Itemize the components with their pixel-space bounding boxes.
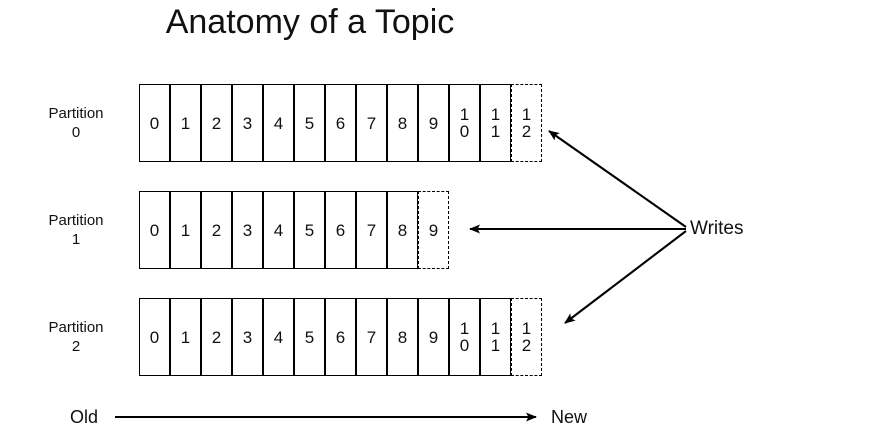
log-offset-value: 8 bbox=[397, 327, 408, 347]
log-offset-value: 4 bbox=[273, 220, 284, 240]
page-title: Anatomy of a Topic bbox=[165, 3, 455, 41]
log-offset-value: 8 bbox=[397, 113, 408, 133]
partition-label-line1: Partition bbox=[48, 319, 104, 336]
log-offset-value: 7 bbox=[366, 327, 377, 347]
writes-arrow-partition-2 bbox=[564, 230, 687, 324]
log-offset-value: 1 bbox=[180, 113, 191, 133]
log-offset-value: 1 bbox=[180, 220, 191, 240]
log-offset-value: 5 bbox=[304, 113, 315, 133]
log-offset-cell: 7 bbox=[356, 191, 387, 269]
new-label: New bbox=[551, 407, 588, 427]
log-offset-cell: 3 bbox=[232, 84, 263, 162]
log-offset-value: 6 bbox=[335, 220, 346, 240]
partition-label: Partition 1 bbox=[20, 211, 132, 249]
log-offset-cell: 6 bbox=[325, 191, 356, 269]
log-offset-value: 9 bbox=[428, 113, 439, 133]
partition-label-line1: Partition bbox=[48, 212, 104, 229]
log-offset-cell: 8 bbox=[387, 84, 418, 162]
log-offset-cell: 5 bbox=[294, 84, 325, 162]
log-offset-cell: 2 bbox=[201, 191, 232, 269]
writes-arrow-partition-0 bbox=[548, 130, 687, 228]
log-offset-cell: 6 bbox=[325, 298, 356, 376]
log-offset-value: 0 bbox=[149, 327, 160, 347]
log-offset-value: 3 bbox=[242, 113, 253, 133]
log-offset-cell: 7 bbox=[356, 84, 387, 162]
log-offset-value: 6 bbox=[335, 327, 346, 347]
log-offset-value: 6 bbox=[335, 113, 346, 133]
partition-label: Partition 0 bbox=[20, 104, 132, 142]
log-offset-cell: 0 bbox=[139, 191, 170, 269]
log-offset-cell: 8 bbox=[387, 191, 418, 269]
log-offset-value: 9 bbox=[428, 327, 439, 347]
writes-label: Writes bbox=[690, 218, 744, 239]
log-offset-value: 7 bbox=[366, 220, 377, 240]
log-offset-value: 8 bbox=[397, 220, 408, 240]
log-offset-cell: 7 bbox=[356, 298, 387, 376]
log-offset-cell: 8 bbox=[387, 298, 418, 376]
log-offset-value: 3 bbox=[242, 220, 253, 240]
log-offset-cell: 1 bbox=[170, 191, 201, 269]
log-offset-value: 4 bbox=[273, 113, 284, 133]
log-offset-cell: 5 bbox=[294, 298, 325, 376]
log-offset-value: 2 bbox=[211, 327, 222, 347]
log-offset-cell: 1 bbox=[170, 84, 201, 162]
old-label: Old bbox=[70, 407, 99, 427]
log-offset-cell: 4 bbox=[263, 298, 294, 376]
log-offset-value: 1 bbox=[180, 327, 191, 347]
log-offset-value: 5 bbox=[304, 220, 315, 240]
log-offset-value: 4 bbox=[273, 327, 284, 347]
log-offset-cell: 2 bbox=[201, 84, 232, 162]
log-offset-value: 3 bbox=[242, 327, 253, 347]
log-offset-cell: 4 bbox=[263, 84, 294, 162]
log-offset-cell: 1 bbox=[170, 298, 201, 376]
log-offset-cell: 6 bbox=[325, 84, 356, 162]
log-offset-value: 5 bbox=[304, 327, 315, 347]
log-offset-cell: 0 bbox=[139, 298, 170, 376]
log-offset-cell: 3 bbox=[232, 298, 263, 376]
log-offset-value: 0 bbox=[149, 220, 160, 240]
partition-label-line2: 1 bbox=[71, 231, 81, 248]
log-offset-cell: 0 bbox=[139, 84, 170, 162]
log-offset-cell: 2 bbox=[201, 298, 232, 376]
log-offset-cell: 4 bbox=[263, 191, 294, 269]
log-offset-cell: 3 bbox=[232, 191, 263, 269]
log-offset-cell: 9 bbox=[418, 84, 449, 162]
log-offset-value: 7 bbox=[366, 113, 377, 133]
log-pending-cell: 9 bbox=[418, 191, 449, 269]
partition-label-line2: 2 bbox=[71, 338, 81, 355]
partition-label: Partition 2 bbox=[20, 318, 132, 356]
log-offset-cell: 9 bbox=[418, 298, 449, 376]
partition-label-line2: 0 bbox=[71, 124, 81, 141]
partition-label-line1: Partition bbox=[48, 105, 104, 122]
log-offset-value: 2 bbox=[211, 220, 222, 240]
log-pending-value: 9 bbox=[428, 220, 439, 240]
log-offset-value: 2 bbox=[211, 113, 222, 133]
log-offset-value: 0 bbox=[149, 113, 160, 133]
log-offset-cell: 5 bbox=[294, 191, 325, 269]
